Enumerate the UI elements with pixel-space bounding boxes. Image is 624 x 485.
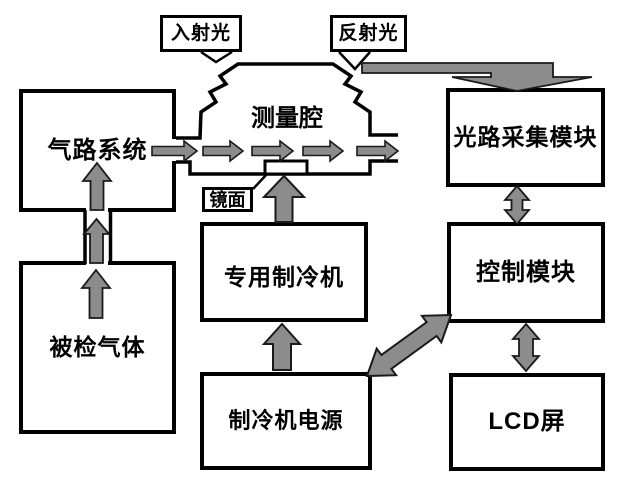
flow-arrow-4 [302, 139, 345, 163]
flow-arrow-3 [251, 139, 295, 163]
node-control-module: 控制模块 [447, 222, 605, 323]
node-cooler-power: 制冷机电源 [200, 372, 372, 470]
incident-light-label: 入射光 [170, 23, 231, 44]
reflected-light-callout [338, 51, 371, 71]
node-dedicated-cooler: 专用制冷机 [200, 222, 368, 322]
gas-up-arrow-middle [82, 217, 111, 264]
power-control-diagonal-arrow [365, 313, 453, 378]
optical-control-double-arrow [503, 184, 531, 226]
optical-collection-module-label: 光路采集模块 [453, 124, 598, 150]
node-gas-path-system: 气路系统 [19, 89, 176, 212]
beam-arrow [361, 62, 593, 92]
node-mirror-label: 镜面 [202, 187, 253, 212]
control-module-label: 控制模块 [476, 258, 576, 286]
mirror-shape [263, 159, 309, 176]
power-to-cooler-arrow [261, 322, 303, 371]
sample-gas-label: 被检气体 [49, 334, 146, 360]
control-lcd-double-arrow [511, 322, 541, 373]
flow-arrow-2 [202, 139, 245, 163]
node-incident-light: 入射光 [160, 15, 242, 52]
gas-path-system-label: 气路系统 [47, 136, 148, 164]
node-lcd-screen: LCD屏 [449, 373, 605, 471]
mirror-label: 镜面 [209, 189, 246, 210]
node-reflected-light: 反射光 [330, 15, 407, 52]
cooler-power-label: 制冷机电源 [228, 408, 344, 433]
chamber-outline-bottom [176, 159, 398, 176]
reflected-light-label: 反射光 [338, 23, 399, 44]
mirror-callout-line [252, 173, 268, 190]
measurement-chamber-label: 测量腔 [251, 105, 323, 132]
cooler-to-mirror-arrow [261, 174, 307, 223]
node-optical-collection-module: 光路采集模块 [446, 88, 605, 187]
lcd-screen-label: LCD屏 [488, 408, 566, 435]
flow-arrow-5 [356, 139, 400, 163]
dedicated-cooler-label: 专用制冷机 [224, 263, 344, 290]
node-sample-gas: 被检气体 [19, 261, 176, 434]
incident-light-callout [200, 50, 233, 64]
